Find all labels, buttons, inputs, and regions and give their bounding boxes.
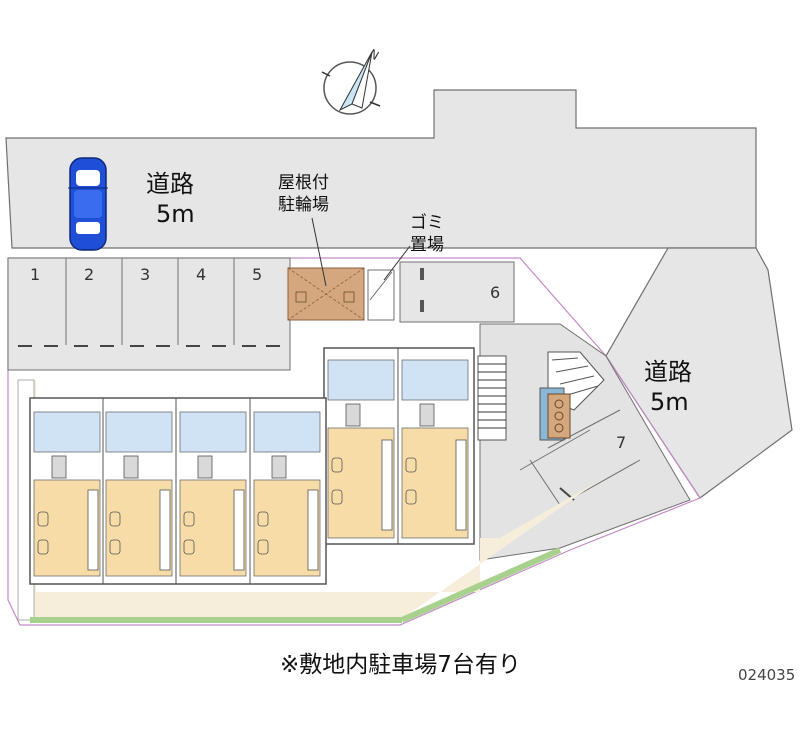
site-boundary [7, 257, 701, 626]
garbage-area [367, 269, 395, 321]
road-north-area [5, 89, 757, 249]
bicycle-parking-label-1: 屋根付 [278, 173, 329, 193]
garbage-label-2: 置場 [410, 235, 444, 255]
garbage-label-1: ゴミ [410, 212, 444, 233]
parking-space-7: 7 [616, 433, 626, 452]
bicycle-parking-area [287, 267, 365, 321]
parking-space-3: 3 [140, 265, 150, 284]
parking-space-4: 4 [196, 265, 206, 284]
property-code: 024035 [738, 666, 795, 684]
parking-space-6-area [399, 261, 515, 323]
road-east-width: 5m [650, 388, 689, 416]
parking-footnote: ※敷地内駐車場7台有り [280, 652, 521, 678]
parking-space-5: 5 [252, 265, 262, 284]
apartment-building [29, 347, 475, 585]
compass-north-icon: N [321, 46, 381, 115]
garden-strip [17, 379, 600, 623]
road-north-name: 道路 [146, 170, 194, 198]
road-north-width: 5m [156, 200, 195, 228]
bicycle-leader-line [311, 217, 327, 287]
parking-space-2: 2 [84, 265, 94, 284]
road-east-name: 道路 [644, 358, 692, 386]
parking-lot [7, 257, 291, 371]
bicycle-parking-label-2: 駐輪場 [278, 195, 329, 215]
mailbox-icon [539, 387, 571, 441]
car-icon [68, 157, 108, 251]
staircase [477, 355, 507, 441]
parking-space-6: 6 [490, 283, 500, 302]
garbage-leader-line [383, 245, 411, 281]
parking-space-1: 1 [30, 265, 40, 284]
